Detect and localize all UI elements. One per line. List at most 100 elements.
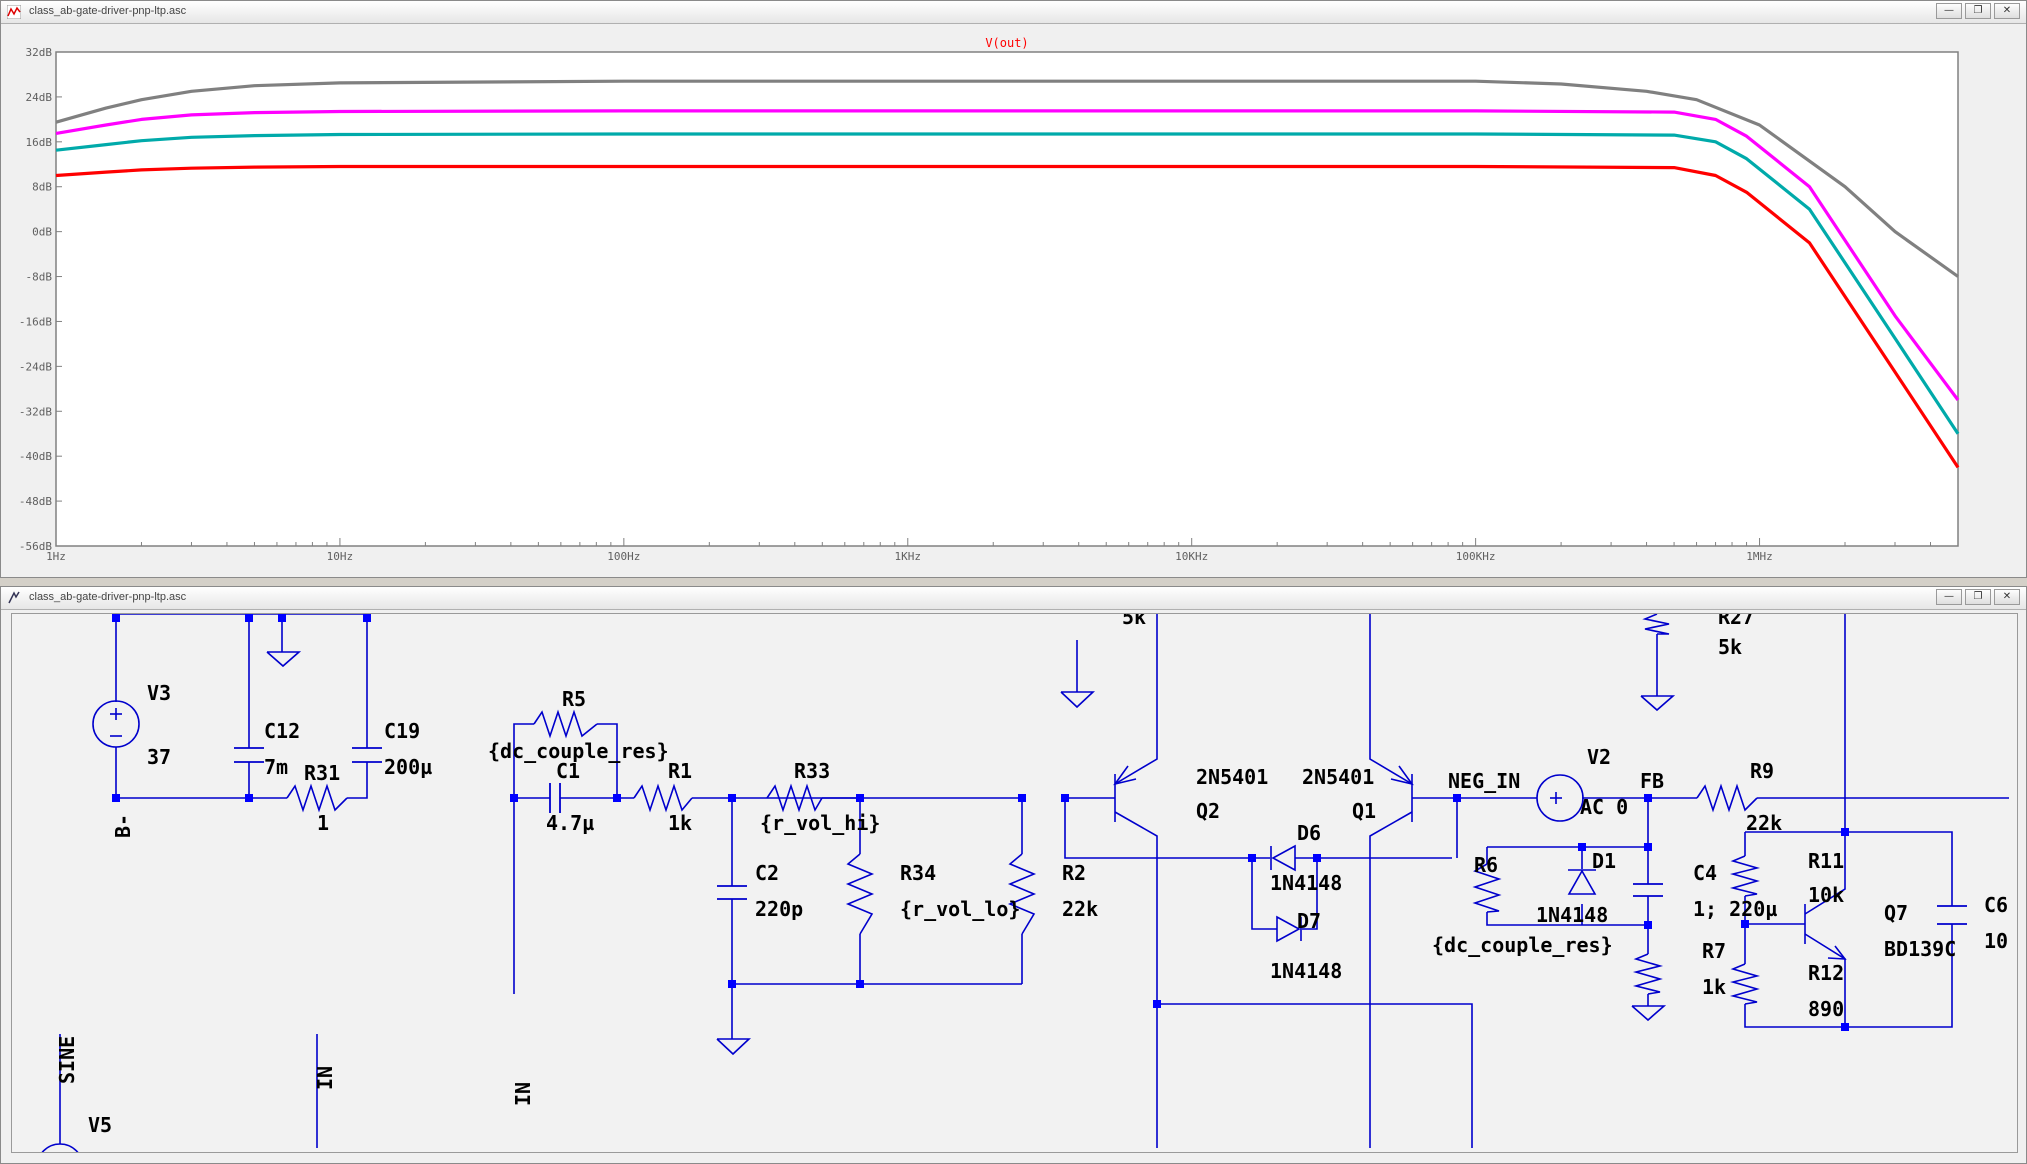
label-v2: V2	[1587, 745, 1611, 769]
label-r31: R31	[304, 761, 340, 785]
schematic-window[interactable]: class_ab-gate-driver-pnp-ltp.asc — ❐ ✕	[0, 586, 2027, 1164]
resistor-r9	[1696, 783, 1758, 813]
plot-background	[55, 51, 1959, 547]
label-fb: FB	[1640, 769, 1664, 793]
trace-series-1[interactable]	[55, 109, 1960, 401]
xtick-label: 1Hz	[46, 550, 66, 563]
label-r11: R11	[1808, 849, 1844, 873]
label-c4-val: 1; 220µ	[1693, 897, 1777, 921]
resistor-r34	[845, 853, 875, 935]
xtick-label: 100KHz	[1456, 550, 1496, 563]
minimize-button[interactable]: —	[1936, 589, 1962, 605]
label-c19-val: 200µ	[384, 755, 432, 779]
ytick-label: -32dB	[19, 405, 52, 418]
label-v5: V5	[88, 1113, 112, 1137]
minimize-button[interactable]: —	[1936, 3, 1962, 19]
label-d1-val: 1N4148	[1536, 903, 1608, 927]
capacitors[interactable]	[234, 747, 1967, 925]
label-c4: C4	[1693, 861, 1717, 885]
component-labels: V3 37 C12 7m C19 200µ R31 1 B- R5 {dc_co…	[55, 613, 2008, 1137]
ground-symbols	[266, 651, 1676, 1056]
xtick-label: 10KHz	[1175, 550, 1208, 563]
schematic-titlebar[interactable]: class_ab-gate-driver-pnp-ltp.asc — ❐ ✕	[1, 587, 2026, 610]
trace-series-0[interactable]	[55, 79, 1959, 278]
trace-series-3[interactable]	[55, 164, 1960, 469]
waveform-titlebar[interactable]: class_ab-gate-driver-pnp-ltp.asc — ❐ ✕	[1, 1, 2026, 24]
voltage-source-v3	[92, 700, 140, 748]
ytick-label: -56dB	[19, 540, 52, 553]
restore-button[interactable]: ❐	[1965, 3, 1991, 19]
diode-d1	[1567, 869, 1597, 895]
label-r1-val: 1k	[668, 811, 692, 835]
ytick-label: 0dB	[32, 226, 52, 239]
label-r9: R9	[1750, 759, 1774, 783]
label-r12: R12	[1808, 961, 1844, 985]
sources[interactable]	[37, 700, 1584, 1153]
close-button[interactable]: ✕	[1994, 3, 2020, 19]
restore-button[interactable]: ❐	[1965, 589, 1991, 605]
label-r6-val: {dc_couple_res}	[1432, 933, 1613, 957]
waveform-app-icon	[7, 5, 21, 19]
label-c2-val: 220p	[755, 897, 803, 921]
label-r27: R27	[1718, 613, 1754, 629]
label-r5-val: {dc_couple_res}	[488, 739, 669, 763]
label-r11-val: 10k	[1808, 883, 1844, 907]
label-c12-val: 7m	[264, 755, 288, 779]
label-d6: D6	[1297, 821, 1321, 845]
resistor-r31	[286, 783, 348, 813]
diodes[interactable]	[1270, 844, 1597, 943]
diode-d6	[1271, 844, 1296, 872]
label-r2: R2	[1062, 861, 1086, 885]
bode-plot[interactable]: V(out) 32dB24dB16dB8dB0dB-8dB-16dB-24dB-…	[1, 23, 2026, 577]
schematic-canvas[interactable]: V3 37 C12 7m C19 200µ R31 1 B- R5 {dc_co…	[11, 613, 2018, 1153]
resistors[interactable]	[286, 614, 1761, 1005]
ytick-label: -48dB	[19, 495, 52, 508]
ytick-label: -8dB	[26, 271, 53, 284]
label-r1: R1	[668, 759, 692, 783]
label-neg-in: NEG_IN	[1448, 769, 1520, 793]
label-q1: Q1	[1352, 799, 1376, 823]
label-c12: C12	[264, 719, 300, 743]
label-q1-part: 2N5401	[1302, 765, 1374, 789]
label-r7: R7	[1702, 939, 1726, 963]
label-r27-val: 5k	[1718, 635, 1742, 659]
wires[interactable]	[59, 614, 2009, 1148]
label-d7-val: 1N4148	[1270, 959, 1342, 983]
ytick-label: 24dB	[26, 91, 53, 104]
label-c19: C19	[384, 719, 420, 743]
resistor-r33	[766, 783, 823, 813]
ytick-label: -16dB	[19, 315, 52, 328]
ytick-label: 16dB	[26, 136, 53, 149]
label-sine: SINE	[55, 1036, 79, 1084]
trace-label-vout[interactable]: V(out)	[985, 36, 1028, 50]
label-c6: C6	[1984, 893, 2008, 917]
schematic-window-title: class_ab-gate-driver-pnp-ltp.asc	[29, 591, 187, 603]
xtick-label: 10Hz	[327, 550, 354, 563]
label-c2: C2	[755, 861, 779, 885]
label-v3: V3	[147, 681, 171, 705]
label-q2: Q2	[1196, 799, 1220, 823]
label-r5: R5	[562, 687, 586, 711]
label-r33: R33	[794, 759, 830, 783]
resistor-r6	[1472, 863, 1502, 913]
xtick-label: 1KHz	[895, 550, 922, 563]
label-r34: R34	[900, 861, 936, 885]
junction-nodes	[112, 614, 1849, 1031]
xtick-label: 100Hz	[607, 550, 640, 563]
label-c1: C1	[556, 759, 580, 783]
voltage-source-v5	[41, 1143, 79, 1152]
label-bneg: B-	[111, 814, 135, 838]
label-r9-val: 22k	[1746, 811, 1782, 835]
waveform-window[interactable]: class_ab-gate-driver-pnp-ltp.asc — ❐ ✕ V…	[0, 0, 2027, 578]
label-q2-part: 2N5401	[1196, 765, 1268, 789]
label-q7: Q7	[1884, 901, 1908, 925]
transistor-arrows	[1113, 765, 1847, 960]
label-top5k: 5k	[1122, 613, 1146, 629]
ytick-label: 32dB	[26, 46, 53, 59]
close-button[interactable]: ✕	[1994, 589, 2020, 605]
trace-series-2[interactable]	[55, 132, 1960, 435]
label-q7-part: BD139C	[1884, 937, 1956, 961]
xtick-label: 1MHz	[1746, 550, 1773, 563]
diode-d7	[1276, 915, 1301, 943]
schematic-app-icon	[8, 591, 20, 604]
